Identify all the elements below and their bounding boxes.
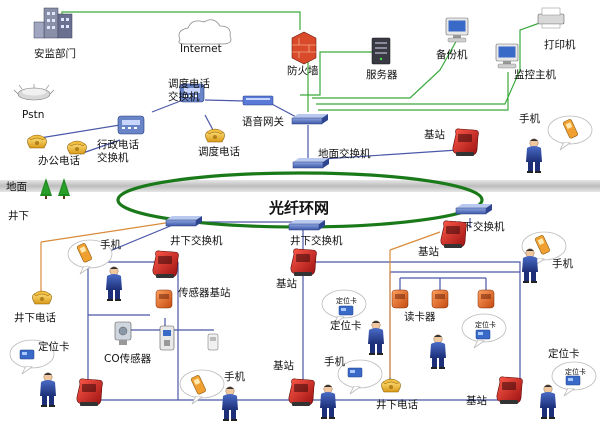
backup-label: 备份机 <box>436 48 468 61</box>
person-icon <box>367 320 385 356</box>
base-station-icon <box>496 376 523 405</box>
locator-card-3-label: 定位卡 <box>548 347 580 360</box>
person-icon <box>539 384 557 420</box>
pstn-label: Pstn <box>22 109 44 121</box>
locator-card-1-label: 定位卡 <box>38 340 70 353</box>
admin-switch-line: 行政电话 <box>97 138 139 151</box>
switch-icon <box>165 215 203 227</box>
sensor-station-label: 传感器基站 <box>178 286 231 299</box>
base-station-icon <box>440 220 467 249</box>
underground-phone-left-label: 井下电话 <box>14 311 56 324</box>
bubble-text: 定位卡 <box>565 367 586 376</box>
phone-icon <box>205 128 225 143</box>
mobile-r1-label: 手机 <box>552 257 573 270</box>
mobile-2-label: 手机 <box>224 370 245 383</box>
fiber-ring-label: 光纤环网 <box>268 199 329 217</box>
base-station-icon <box>288 378 315 407</box>
base-station-lower-label: 基站 <box>273 359 294 372</box>
switch-icon <box>455 203 493 215</box>
person-icon <box>39 372 57 408</box>
mobile-1-label: 手机 <box>100 238 121 251</box>
ground-label: 地面 <box>6 180 27 193</box>
phone-icon <box>381 378 401 393</box>
person-icon <box>105 266 123 302</box>
reader-icon <box>391 289 409 309</box>
sensor-icon <box>207 333 219 351</box>
admin-switch-icon <box>117 115 145 135</box>
office-phone-label: 办公电话 <box>38 154 80 167</box>
locator-card-2-label: 定位卡 <box>330 319 362 332</box>
links <box>39 11 549 401</box>
reader-label: 读卡器 <box>404 310 436 323</box>
person-icon <box>429 334 447 370</box>
computer-icon <box>495 43 519 69</box>
tree-icon <box>58 178 70 199</box>
base-station-bottom-label: 基站 <box>466 394 487 407</box>
dispatch-switch-label: 调度电话 交换机 <box>168 77 213 103</box>
dispatch-phone-label: 调度电话 <box>198 145 240 158</box>
phone-icon <box>67 140 87 155</box>
ground-switch-label: 地面交换机 <box>318 147 371 160</box>
person-icon <box>525 138 543 174</box>
base-station-top-label: 基站 <box>424 128 445 141</box>
printer-icon <box>537 7 565 29</box>
mobile-top-label: 手机 <box>519 112 540 125</box>
firewall-label: 防火墙 <box>287 64 319 77</box>
pstn-hub-icon <box>13 84 55 101</box>
firewall-icon <box>291 31 317 65</box>
reader-icon <box>477 289 495 309</box>
locator-card-icon <box>347 367 363 378</box>
base-station-r1-label: 基站 <box>418 245 439 258</box>
monitor-host-label: 监控主机 <box>514 68 556 81</box>
admin-switch-label: 行政电话 交换机 <box>97 138 142 164</box>
ug-switch-left-label: 井下交换机 <box>170 234 223 247</box>
phone-icon <box>27 134 47 149</box>
label-line: 交换机 <box>168 90 200 103</box>
tree-icon <box>40 178 52 199</box>
reader-icon <box>155 289 173 309</box>
computer-icon <box>445 17 469 43</box>
sensor-icon <box>159 325 175 351</box>
underground-label: 井下 <box>8 209 29 222</box>
bubble-text: 定位卡 <box>475 320 496 329</box>
base-station-icon <box>290 248 317 277</box>
label-line: 交换机 <box>97 151 129 164</box>
safety-dept-label: 安监部门 <box>34 47 76 60</box>
voice-gateway-label: 语音网关 <box>242 115 284 128</box>
base-station-icon <box>452 128 479 157</box>
internet-label: Internet <box>180 43 222 55</box>
base-station-icon <box>76 378 103 407</box>
locator-card-icon <box>565 375 581 386</box>
reader-icon <box>431 289 449 309</box>
ug-switch-mid-label: 井下交换机 <box>290 234 343 247</box>
printer-label: 打印机 <box>544 38 576 51</box>
server-label: 服务器 <box>366 68 398 81</box>
cloud-icon <box>178 19 232 45</box>
mobile-3-label: 手机 <box>324 355 345 368</box>
base-station-mid-label: 基站 <box>276 277 297 290</box>
switch-icon <box>288 219 326 231</box>
co-sensor-icon <box>114 321 132 345</box>
switch-icon <box>291 113 329 125</box>
base-station-icon <box>152 250 179 279</box>
underground-phone-mid-label: 井下电话 <box>376 398 418 411</box>
server-icon <box>371 37 391 65</box>
co-sensor-label: CO传感器 <box>104 352 152 365</box>
dispatch-switch-line: 调度电话 <box>168 77 210 90</box>
locator-card-icon <box>475 329 491 340</box>
locator-card-icon <box>19 349 35 360</box>
phone-icon <box>32 290 52 305</box>
dispatch-switch-icon <box>179 83 205 103</box>
building-icon <box>33 7 73 39</box>
voice-gateway-icon <box>242 95 274 106</box>
person-icon <box>221 386 239 422</box>
bubble-text: 定位卡 <box>336 296 357 305</box>
locator-card-icon <box>338 305 354 316</box>
ground-band <box>0 180 600 192</box>
person-icon <box>319 384 337 420</box>
